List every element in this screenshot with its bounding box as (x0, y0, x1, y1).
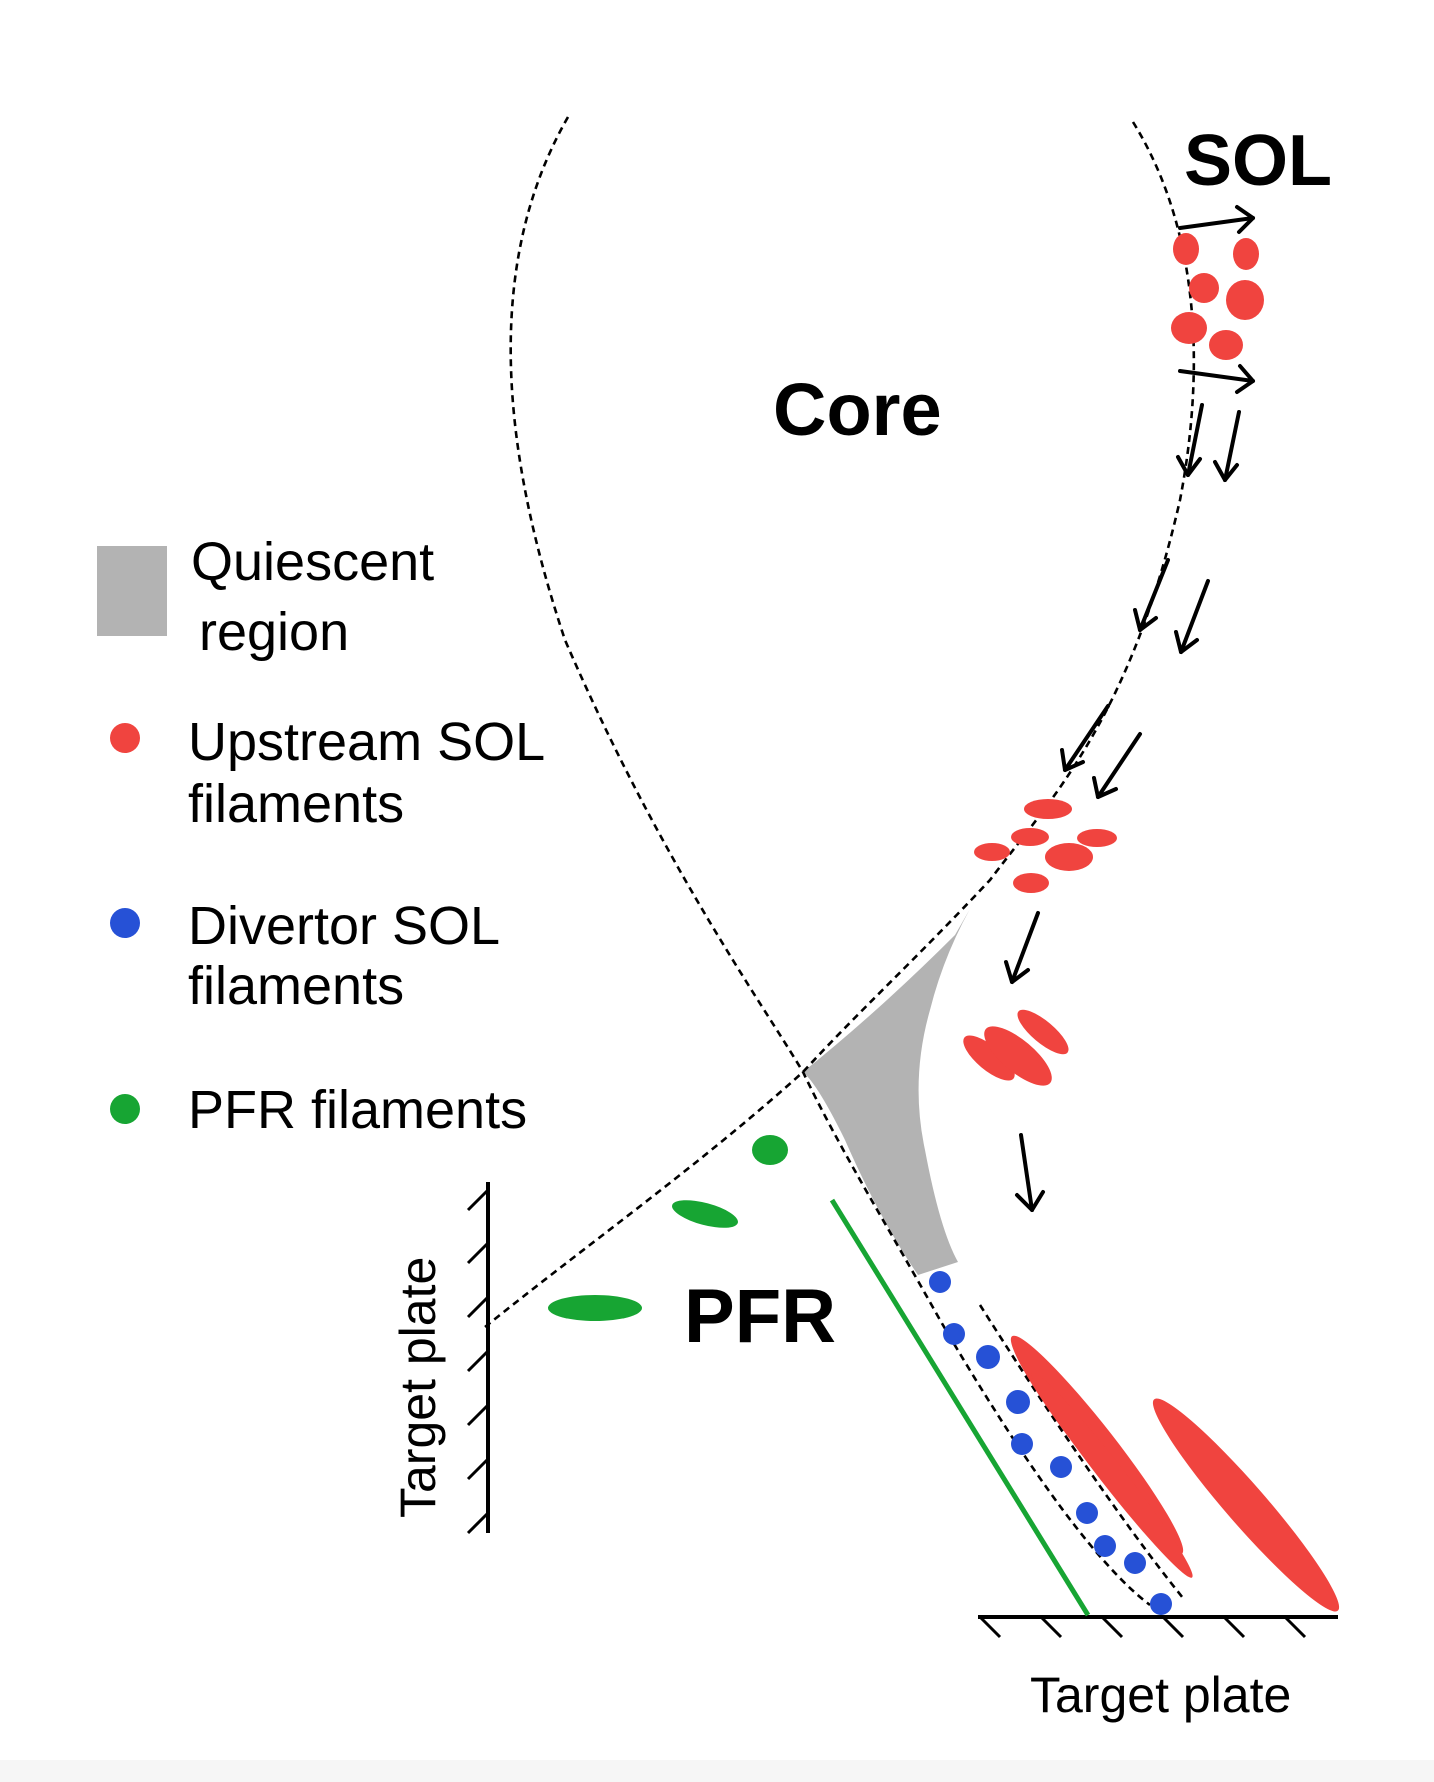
downstream-arrow-4 (1174, 579, 1210, 654)
legend-pfr-marker (110, 1094, 140, 1124)
legend-upstream-marker (110, 723, 140, 753)
quiescent-region-shape (803, 895, 978, 1275)
downstream-arrow-3 (1133, 558, 1170, 632)
legend: Quiescent region Upstream SOL filaments … (97, 532, 545, 1140)
bottom-target-plate (978, 1615, 1338, 1639)
downstream-arrow-7 (1004, 911, 1040, 984)
legend-quiescent-label-line2: region (199, 602, 349, 662)
left-target-plate (466, 1182, 490, 1535)
upstream-sol-filaments (963, 233, 1340, 1612)
sol-boundary-line (978, 1304, 1185, 1599)
legend-pfr-label: PFR filaments (188, 1080, 527, 1140)
downstream-arrow-1 (1176, 403, 1204, 477)
downstream-arrow-6 (1092, 732, 1142, 799)
bottom-margin-strip (0, 1760, 1434, 1782)
legend-upstream-label-line1: Upstream SOL (188, 712, 545, 772)
legend-divertor-label-line1: Divertor SOL (188, 896, 500, 956)
legend-divertor-label-line2: filaments (188, 956, 404, 1016)
legend-divertor-marker (110, 908, 140, 938)
left-target-plate-label: Target plate (390, 1257, 446, 1518)
legend-quiescent-label-line1: Quiescent (191, 532, 434, 592)
legend-upstream-label-line2: filaments (188, 774, 404, 834)
downstream-arrow-8 (1015, 1133, 1045, 1212)
pfr-filaments (548, 1135, 788, 1321)
radial-arrow-upper (1178, 205, 1255, 234)
core-label: Core (773, 368, 942, 451)
sol-label: SOL (1184, 121, 1332, 201)
downstream-arrow-2 (1213, 410, 1241, 482)
filament-motion-arrows (1004, 205, 1255, 1212)
divertor-sol-filaments (929, 1271, 1172, 1615)
separatrix-right-leg (484, 121, 1196, 1329)
separatrix-left-leg (509, 116, 1151, 1607)
pfr-label: PFR (684, 1274, 836, 1359)
bottom-target-plate-label: Target plate (1030, 1667, 1291, 1723)
pfr-filament-strip (829, 1198, 1091, 1617)
legend-quiescent-swatch (97, 546, 167, 636)
radial-arrow-lower (1178, 364, 1255, 394)
downstream-arrow-5 (1060, 704, 1110, 772)
